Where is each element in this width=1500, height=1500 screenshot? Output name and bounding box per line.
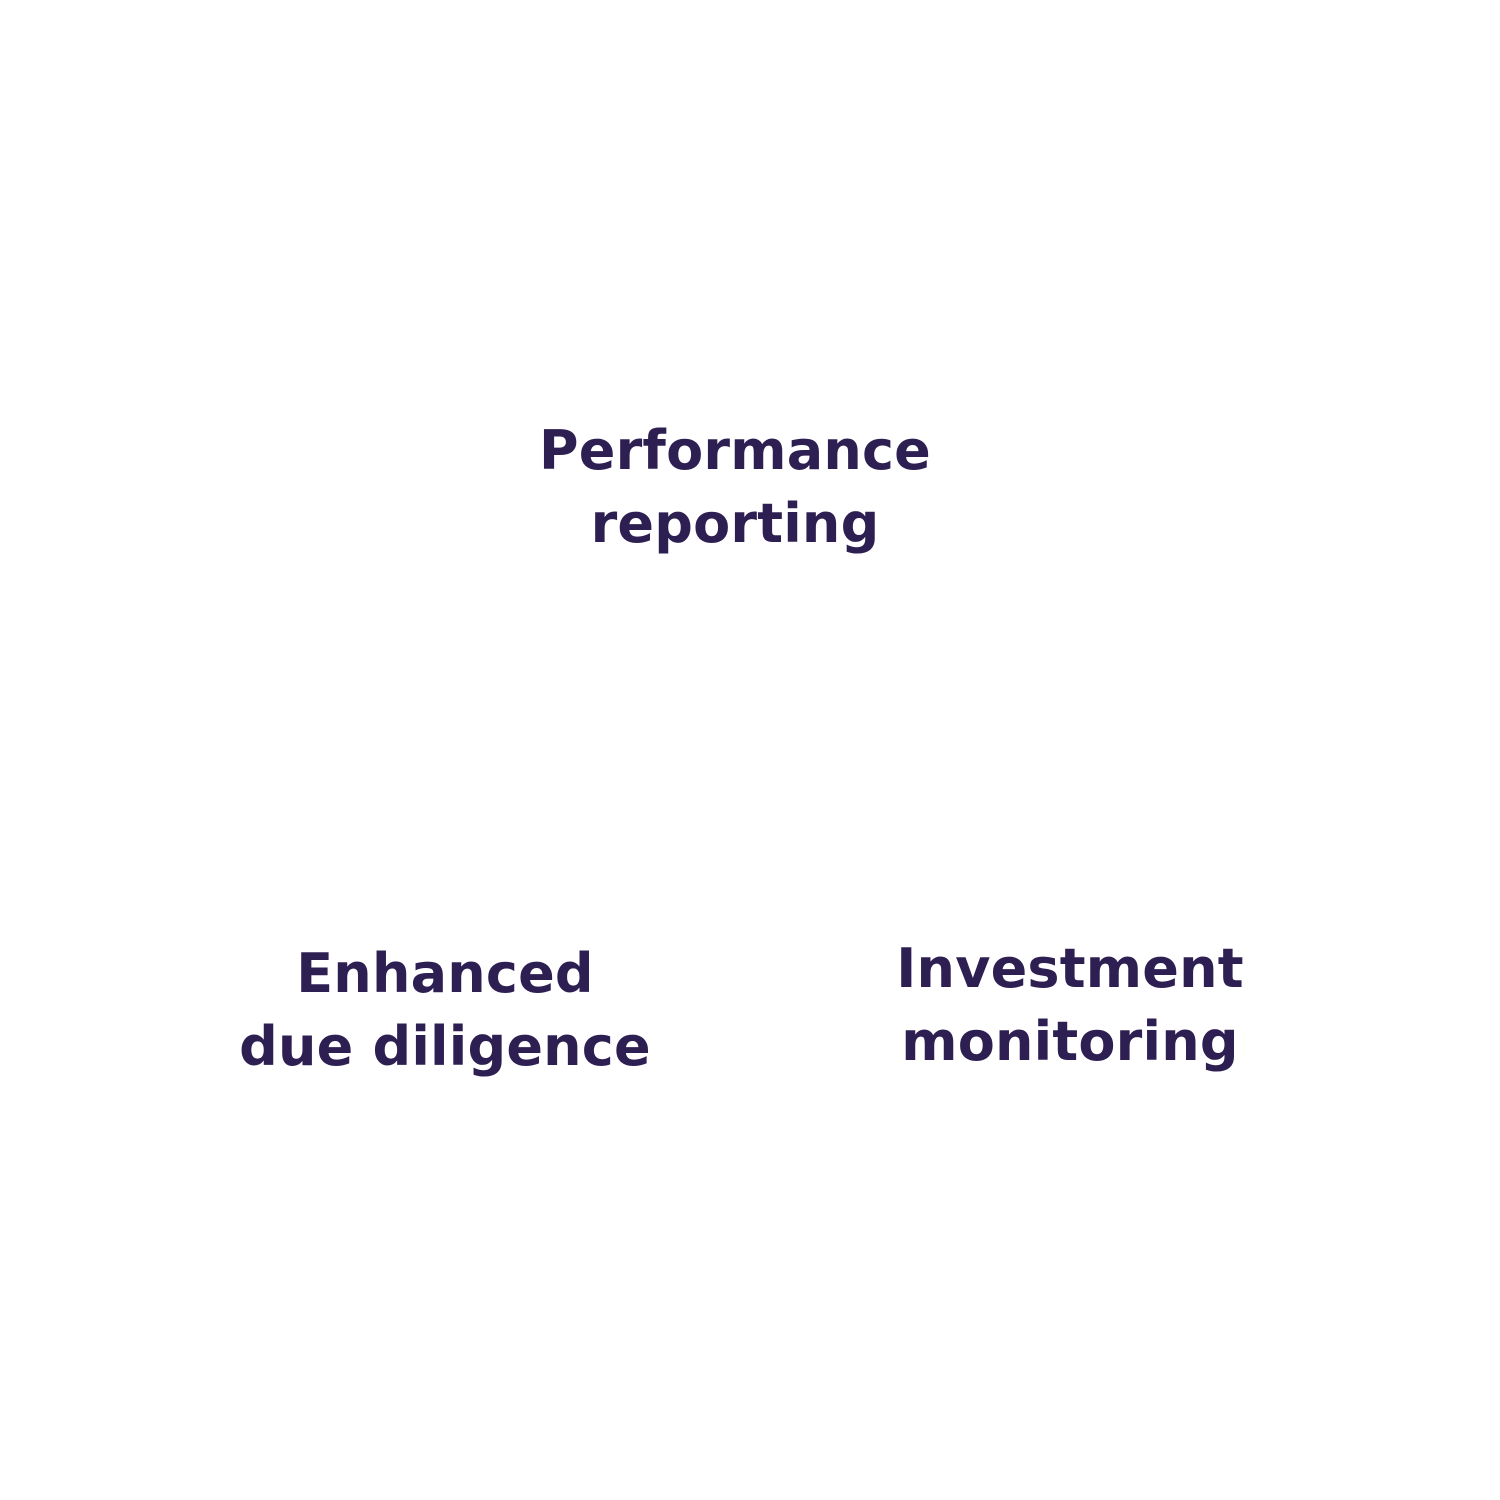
node-investment-monitoring-line1: Investment	[896, 937, 1244, 1000]
node-performance-reporting: Performance reporting	[520, 414, 950, 560]
node-performance-reporting-line2: reporting	[590, 492, 880, 555]
node-enhanced-due-diligence: Enhanced due diligence	[225, 937, 665, 1083]
node-performance-reporting-line1: Performance	[538, 419, 932, 482]
node-investment-monitoring-line2: monitoring	[901, 1010, 1239, 1073]
node-enhanced-due-diligence-line1: Enhanced	[296, 942, 594, 1005]
node-enhanced-due-diligence-line2: due diligence	[239, 1015, 651, 1078]
node-investment-monitoring: Investment monitoring	[865, 932, 1275, 1078]
